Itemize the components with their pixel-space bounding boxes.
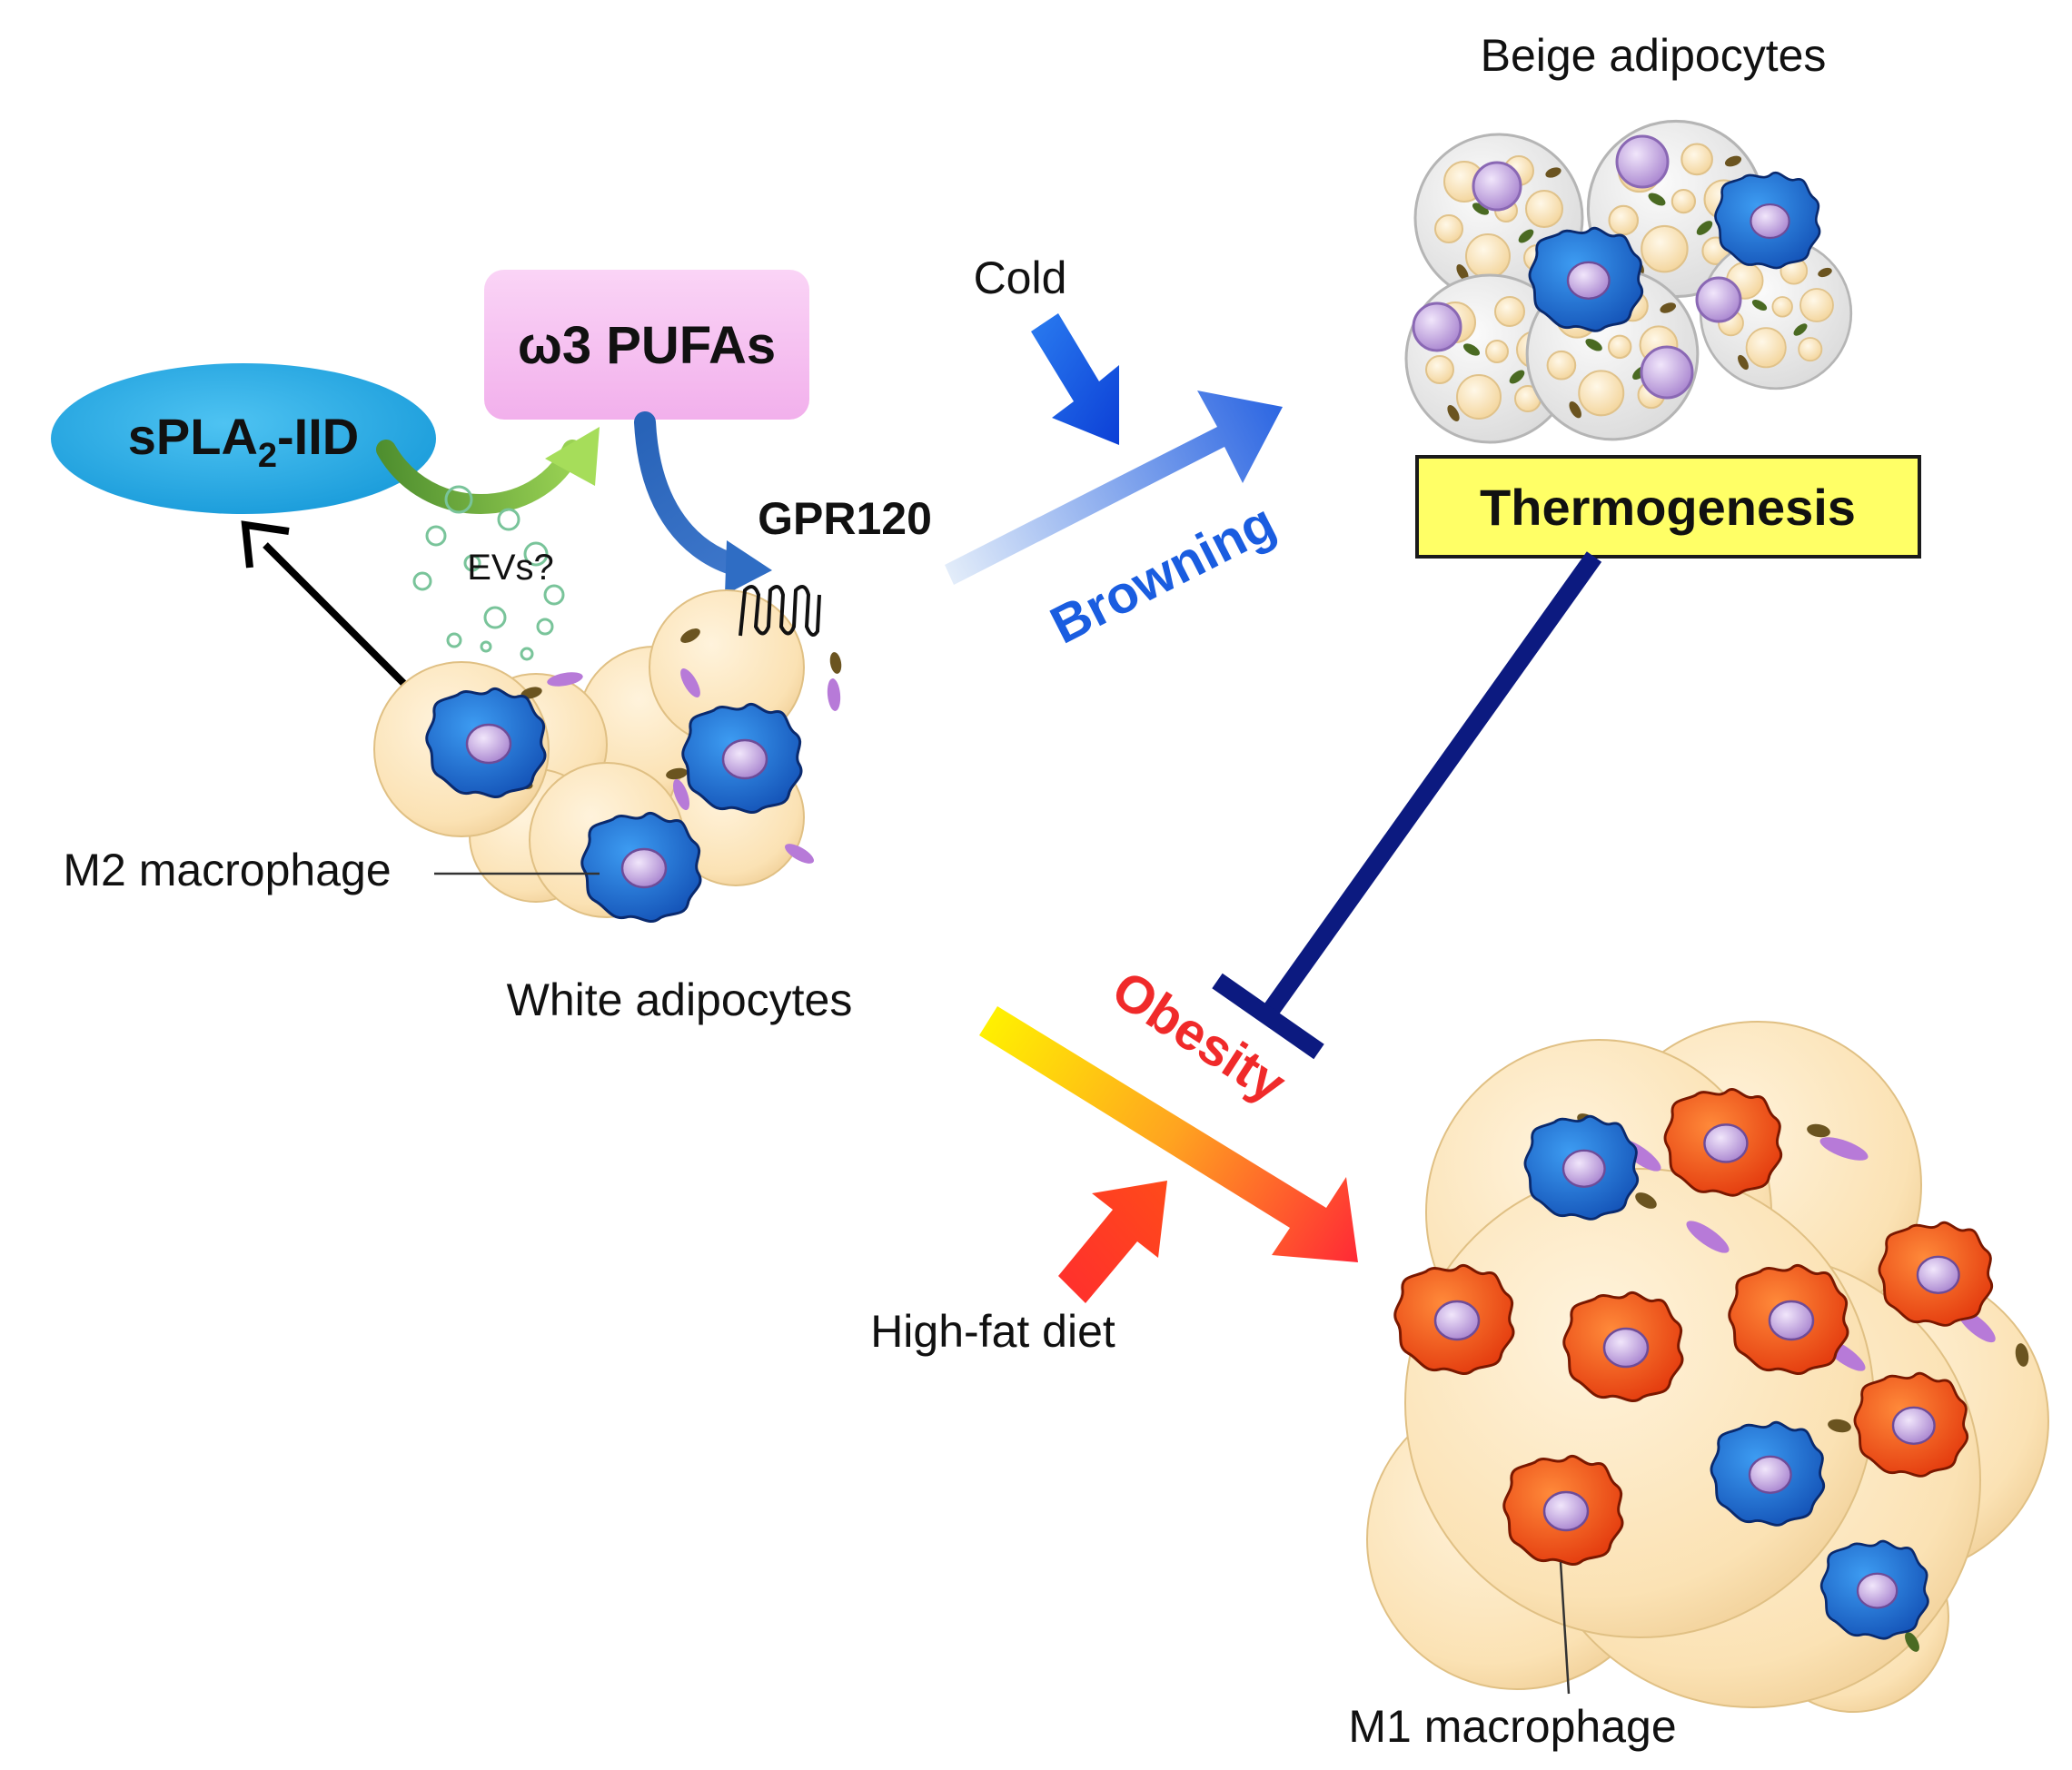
m1-macrophage-icon bbox=[1562, 1290, 1684, 1403]
ev-vesicle-icon bbox=[412, 485, 565, 661]
spla2-iid-label: sPLA2-IID bbox=[128, 408, 360, 475]
beige-adipocytes-label: Beige adipocytes bbox=[1481, 30, 1827, 81]
cold-label: Cold bbox=[974, 252, 1067, 303]
gpr120-label: GPR120 bbox=[758, 493, 932, 544]
evs-label: EVs? bbox=[467, 548, 554, 588]
m1-pointer-line bbox=[1559, 1561, 1571, 1695]
beige-adipocyte-cluster bbox=[1404, 119, 1853, 444]
m2-macrophage-icon bbox=[1819, 1539, 1929, 1640]
gpr120-receptor-icon bbox=[739, 585, 821, 637]
spla2-to-pufa-arrow bbox=[376, 427, 600, 514]
m1-macrophage-icon bbox=[1853, 1371, 1969, 1478]
spla2-iid-ellipse: sPLA2-IID bbox=[51, 363, 436, 514]
pufa-label: ω3 PUFAs bbox=[518, 316, 776, 375]
m2-macrophage-icon bbox=[681, 702, 803, 815]
m1-macrophage-icon bbox=[1878, 1221, 1994, 1327]
inhibition-line bbox=[1212, 551, 1602, 1060]
white-adipocyte-cluster bbox=[373, 589, 842, 924]
high-fat-diet-arrow bbox=[1058, 1181, 1167, 1303]
m2-macrophage-icon bbox=[1528, 226, 1644, 332]
obese-adipocyte-cluster bbox=[1366, 1021, 2049, 1713]
pufa-box: ω3 PUFAs bbox=[484, 270, 809, 420]
m1-macrophage-icon bbox=[1393, 1263, 1515, 1376]
thermogenesis-box: Thermogenesis bbox=[1415, 455, 1921, 559]
m2-macrophage-icon bbox=[1714, 171, 1821, 270]
m1-macrophage-icon bbox=[1728, 1263, 1849, 1376]
m1-macrophage-label: M1 macrophage bbox=[1348, 1701, 1676, 1752]
browning-arrow bbox=[945, 391, 1283, 585]
white-adipocytes-label: White adipocytes bbox=[507, 974, 853, 1025]
m2-macrophage-icon bbox=[425, 687, 547, 799]
m2-macrophage-icon bbox=[1523, 1114, 1640, 1221]
pufa-to-gpr120-arrow bbox=[634, 411, 772, 595]
m2-macrophage-icon bbox=[580, 811, 702, 924]
high-fat-diet-label: High-fat diet bbox=[870, 1306, 1115, 1357]
obesity-arrow bbox=[979, 1006, 1358, 1262]
m1-macrophage-icon bbox=[1502, 1454, 1624, 1567]
m2-macrophage-icon bbox=[1710, 1420, 1826, 1527]
m1-macrophage-icon bbox=[1663, 1088, 1783, 1197]
cold-arrow bbox=[1031, 313, 1119, 445]
m2-macrophage-label: M2 macrophage bbox=[63, 845, 391, 895]
thermogenesis-label: Thermogenesis bbox=[1480, 479, 1856, 536]
